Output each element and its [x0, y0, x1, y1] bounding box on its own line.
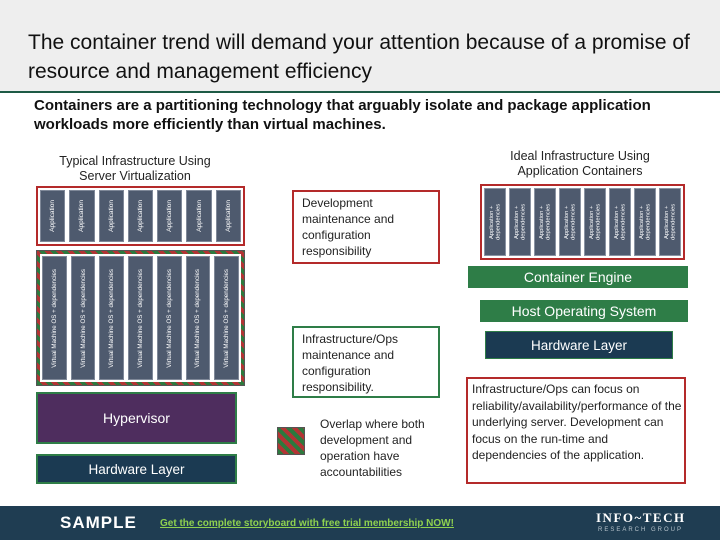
right-hardware-layer: Hardware Layer — [485, 331, 673, 359]
slide-subtitle: Containers are a partitioning technology… — [34, 97, 651, 133]
trial-membership-link[interactable]: Get the complete storyboard with free tr… — [160, 518, 454, 529]
right-dev-frame — [480, 184, 685, 260]
title-bar — [0, 0, 720, 92]
left-vm-row: Virtual Machine OS + dependencies Virtua… — [40, 254, 241, 382]
legend-ops-frame — [292, 326, 440, 398]
container-app-box: Application + dependencies — [609, 188, 631, 256]
app-box: Application — [215, 190, 241, 242]
legend-dev-text: Development maintenance and configuratio… — [302, 196, 395, 258]
summary-text: Infrastructure/Ops can focus on reliabil… — [472, 382, 682, 462]
container-app-box: Application + dependencies — [534, 188, 556, 256]
vm-box: Virtual Machine OS + dependencies — [70, 256, 96, 380]
host-os-layer: Host Operating System — [480, 300, 688, 322]
legend-dev-frame — [292, 190, 440, 264]
hypervisor-layer: Hypervisor — [36, 392, 237, 444]
vm-box: Virtual Machine OS + dependencies — [128, 256, 153, 380]
container-app-box: Application + dependencies — [484, 188, 506, 256]
app-box: Application — [186, 190, 212, 242]
vm-box: Virtual Machine OS + dependencies — [185, 256, 211, 380]
left-hardware-layer: Hardware Layer — [36, 454, 237, 484]
legend-ops-text: Infrastructure/Ops maintenance and confi… — [302, 332, 399, 394]
container-app-box: Application + dependencies — [659, 188, 681, 256]
sample-label: SAMPLE — [60, 513, 137, 532]
footer-bar — [0, 506, 720, 540]
app-box: Application — [40, 190, 66, 242]
legend-overlap-text: Overlap where both development and opera… — [320, 417, 425, 479]
overlap-swatch — [277, 427, 305, 455]
app-box: Application — [157, 190, 183, 242]
info-tech-logo: INFO~TECH — [596, 510, 686, 525]
vm-box: Virtual Machine OS + dependencies — [156, 256, 182, 380]
title-divider — [0, 91, 720, 93]
info-tech-logo-subtitle: RESEARCH GROUP — [598, 527, 684, 533]
vm-box: Virtual Machine OS + dependencies — [99, 256, 125, 380]
app-box: Application — [69, 190, 95, 242]
vm-box: Virtual Machine OS + dependencies — [42, 256, 67, 380]
left-stack-heading: Typical Infrastructure Using Server Virt… — [59, 154, 211, 183]
right-stack-heading: Ideal Infrastructure Using Application C… — [510, 149, 650, 178]
app-box: Application — [127, 190, 154, 242]
container-app-box: Application + dependencies — [584, 188, 606, 256]
summary-frame — [466, 377, 686, 484]
container-app-box: Application + dependencies — [559, 188, 581, 256]
app-box: Application — [98, 190, 124, 242]
container-app-box: Application + dependencies — [634, 188, 656, 256]
container-engine-layer: Container Engine — [468, 266, 688, 288]
right-app-row: Application + dependencies Application +… — [482, 186, 683, 258]
container-app-box: Application + dependencies — [509, 188, 531, 256]
left-dev-frame — [36, 186, 245, 246]
slide-title: The container trend will demand your att… — [28, 31, 690, 83]
vm-box: Virtual Machine OS + dependencies — [214, 256, 240, 380]
left-app-row: Application Application Application Appl… — [38, 188, 243, 244]
